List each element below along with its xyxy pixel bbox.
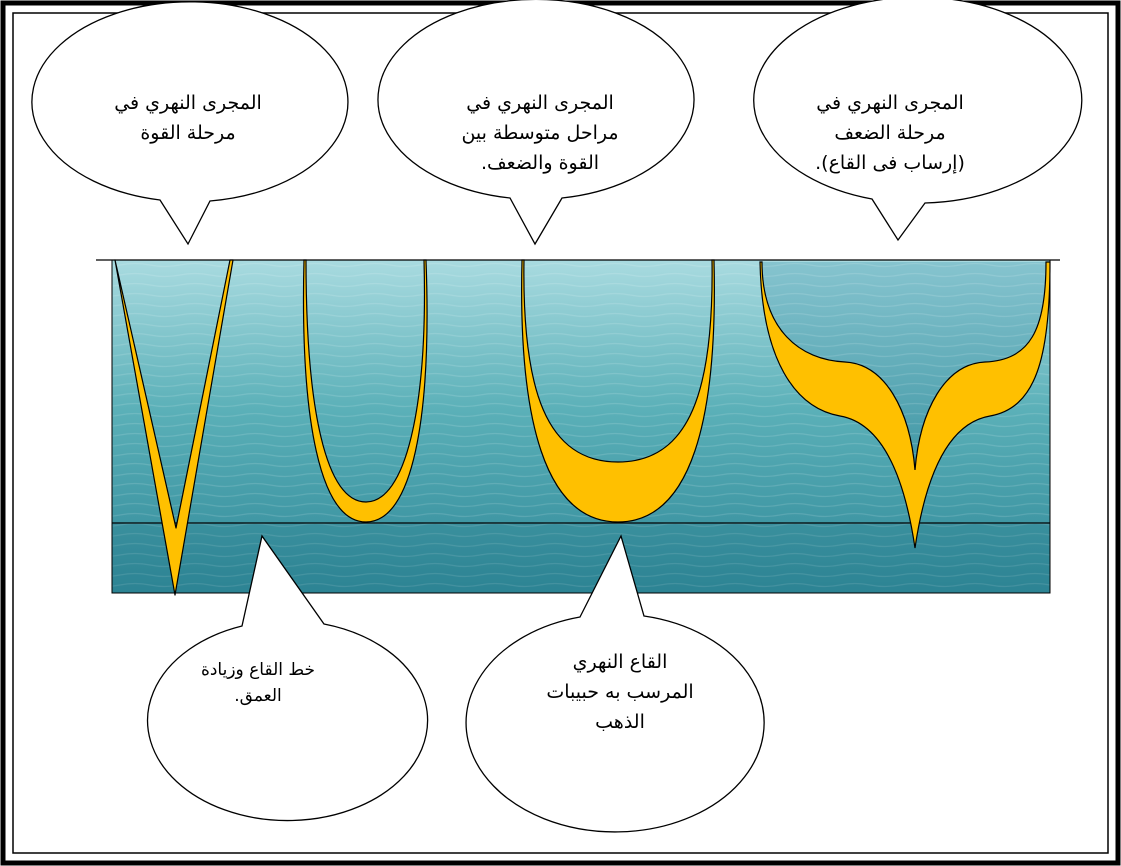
callout-gold-bed-text: القاع النهري المرسب به حبيبات الذهب	[520, 647, 720, 737]
callout-bed-line	[146, 534, 429, 822]
v-channel	[114, 259, 234, 596]
callout-line: خط القاع وزيادة	[200, 660, 316, 680]
callout-line: المجرى النهري في	[466, 92, 614, 114]
deposition-channel	[759, 261, 1051, 549]
callout-weak-stage-text: المجرى النهري في مرحلة الضعف (إرساب فى ا…	[790, 88, 990, 178]
callout-line: المجرى النهري في	[114, 92, 262, 114]
callout-line: مرحلة الضعف	[834, 122, 946, 144]
wide-u-channel	[521, 259, 715, 523]
callout-line: (إرساب فى القاع).	[815, 152, 965, 174]
callout-line: الذهب	[595, 711, 645, 733]
callout-line: القاع النهري	[572, 651, 668, 673]
callout-intermediate-stage-text: المجرى النهري في مراحل متوسطة بين القوة …	[440, 88, 640, 178]
callout-line: مراحل متوسطة بين	[461, 122, 619, 144]
callout-strong-stage-text: المجرى النهري في مرحلة القوة	[88, 88, 288, 148]
callout-line: القوة والضعف.	[480, 152, 600, 174]
callout-line: المجرى النهري في	[816, 92, 964, 114]
callout-line: العمق.	[234, 686, 282, 706]
callout-strong-stage	[31, 1, 349, 246]
callout-weak-stage	[753, 0, 1083, 242]
callout-line: المرسب به حبيبات	[546, 681, 694, 703]
callout-gold-bed	[465, 534, 765, 833]
callout-bed-line-text: خط القاع وزيادة العمق.	[178, 657, 338, 709]
narrow-u-channel	[302, 259, 428, 523]
callout-intermediate-stage	[377, 0, 695, 246]
callout-line: مرحلة القوة	[140, 122, 236, 144]
